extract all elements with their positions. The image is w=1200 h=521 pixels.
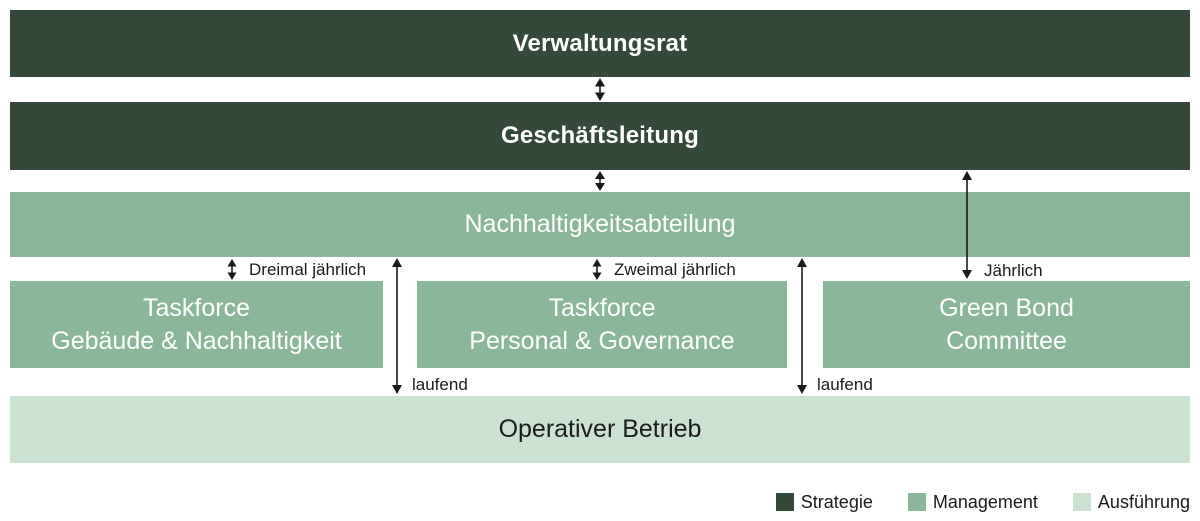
- double-arrow-icon-laufend-rechts: [797, 258, 807, 394]
- box-geschaeftsleitung: Geschäftsleitung: [10, 102, 1190, 170]
- box-taskforce-personal-line2: Personal & Governance: [469, 326, 735, 355]
- box-taskforce-gebaeude: Taskforce Gebäude & Nachhaltigkeit: [10, 281, 383, 368]
- box-green-bond-line1: Green Bond: [939, 293, 1074, 322]
- legend-swatch-management-icon: [907, 493, 926, 511]
- box-nachhaltigkeitsabteilung-label: Nachhaltigkeitsabteilung: [464, 210, 736, 238]
- box-verwaltungsrat-label: Verwaltungsrat: [512, 29, 688, 57]
- legend-label-management: Management: [932, 492, 1038, 512]
- connector-label-jaehrlich: Jährlich: [984, 261, 1043, 280]
- double-arrow-icon-geschaeftsleitung-nachhaltigkeitsabteilung: [595, 171, 605, 191]
- box-taskforce-gebaeude-line1: Taskforce: [143, 293, 250, 322]
- legend: Strategie Management Ausführung: [775, 492, 1190, 512]
- double-arrow-icon-verwaltungsrat-geschaeftsleitung: [595, 78, 605, 101]
- box-geschaeftsleitung-label: Geschäftsleitung: [501, 122, 699, 149]
- legend-swatch-strategie-icon: [775, 493, 794, 511]
- connector-label-laufend-links: laufend: [412, 375, 468, 394]
- box-nachhaltigkeitsabteilung: Nachhaltigkeitsabteilung: [10, 192, 1190, 257]
- box-green-bond-line2: Committee: [946, 326, 1067, 355]
- legend-item-management: Management: [907, 492, 1038, 512]
- box-green-bond-committee: Green Bond Committee: [823, 281, 1190, 368]
- connector-label-zweimal-jaehrlich: Zweimal jährlich: [614, 260, 736, 279]
- box-taskforce-gebaeude-line2: Gebäude & Nachhaltigkeit: [51, 326, 342, 355]
- box-verwaltungsrat: Verwaltungsrat: [10, 10, 1190, 77]
- double-arrow-icon-geschaeftsleitung-green-bond: [962, 171, 972, 279]
- legend-swatch-ausfuehrung-icon: [1072, 493, 1091, 511]
- double-arrow-icon-dreimal-jaehrlich: [227, 259, 237, 280]
- legend-label-strategie: Strategie: [800, 492, 873, 512]
- double-arrow-icon-zweimal-jaehrlich: [592, 259, 602, 280]
- connector-label-dreimal-jaehrlich: Dreimal jährlich: [249, 260, 367, 279]
- box-operativer-betrieb: Operativer Betrieb: [10, 396, 1190, 463]
- double-arrow-icon-laufend-links: [392, 258, 402, 394]
- box-taskforce-personal: Taskforce Personal & Governance: [417, 281, 787, 368]
- legend-label-ausfuehrung: Ausführung: [1097, 492, 1190, 512]
- box-taskforce-personal-line1: Taskforce: [548, 293, 656, 322]
- legend-item-ausfuehrung: Ausführung: [1072, 492, 1190, 512]
- legend-item-strategie: Strategie: [775, 492, 873, 512]
- box-operativer-betrieb-label: Operativer Betrieb: [498, 415, 702, 443]
- connector-label-laufend-rechts: laufend: [817, 375, 873, 394]
